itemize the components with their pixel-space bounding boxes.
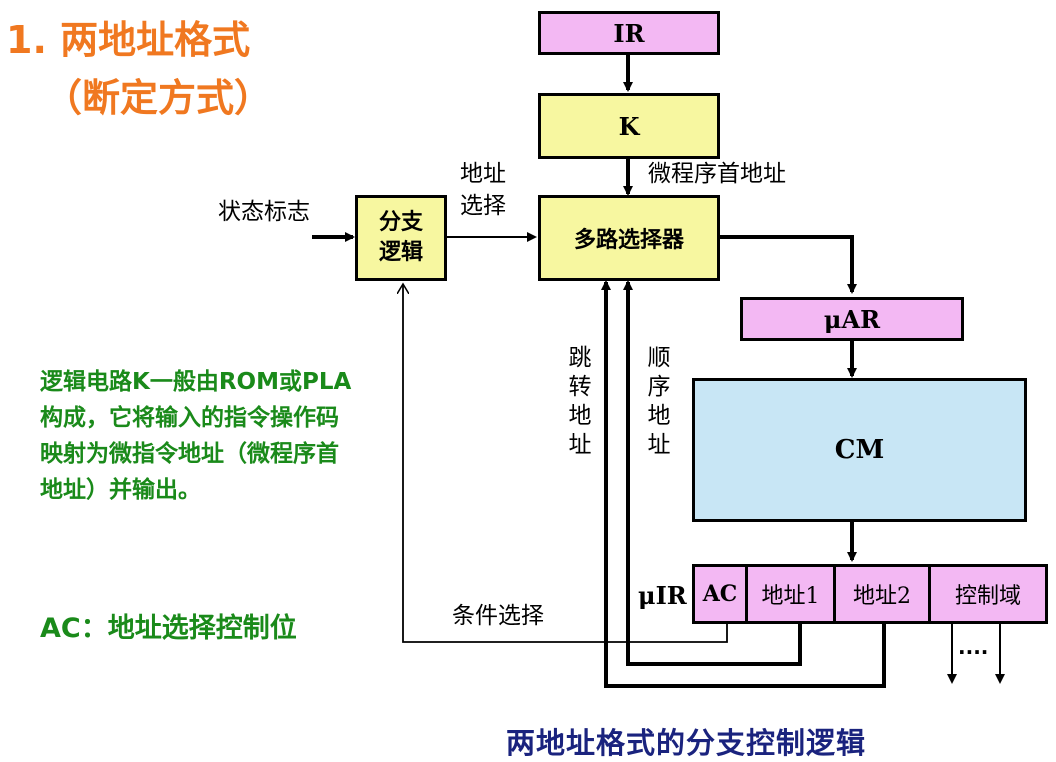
ir-register: IR — [538, 11, 720, 55]
title-line2: （断定方式） — [44, 76, 273, 120]
addr-select-label-line1: 地址 — [460, 161, 506, 187]
addr-select-label-line2: 选择 — [460, 193, 506, 219]
k-logic-note: 逻辑电路K一般由ROM或PLA构成，它将输入的指令操作码映射为微指令地址（微程序… — [40, 369, 352, 503]
k-logic-box: K — [538, 93, 720, 159]
branch-logic-line2: 逻辑 — [378, 240, 423, 265]
micro-entry-label: 微程序首地址 — [648, 161, 786, 187]
branch-logic-line1: 分支 — [378, 210, 423, 235]
wire-addr1-mux — [623, 280, 802, 666]
status-flags-label: 状态标志 — [218, 199, 310, 225]
wire-addr2-mux — [601, 280, 886, 688]
uir-field-ac: AC — [692, 564, 748, 624]
title-line1: 1. 两地址格式 — [6, 18, 251, 62]
wire-ac-branch — [403, 284, 728, 643]
uir-field-addr1: 地址1 — [745, 564, 836, 624]
uar-register: μAR — [740, 297, 964, 341]
control-dots: ···· — [958, 640, 989, 664]
seq-addr-label: 顺序地址 — [647, 345, 671, 458]
figure-caption: 两地址格式的分支控制逻辑 — [506, 726, 867, 760]
uir-label: μIR — [638, 581, 687, 610]
cond-select-label: 条件选择 — [452, 603, 544, 629]
uir-field-addr2: 地址2 — [833, 564, 931, 624]
ac-note: AC：地址选择控制位 — [40, 613, 297, 644]
cm-control-memory: CM — [692, 378, 1027, 522]
branch-logic-box: 分支 逻辑 — [355, 195, 447, 281]
mux-box: 多路选择器 — [538, 195, 720, 281]
uir-field-control: 控制域 — [928, 564, 1048, 624]
wire-mux-uar — [720, 235, 857, 294]
jump-addr-label: 跳转地址 — [568, 345, 592, 458]
